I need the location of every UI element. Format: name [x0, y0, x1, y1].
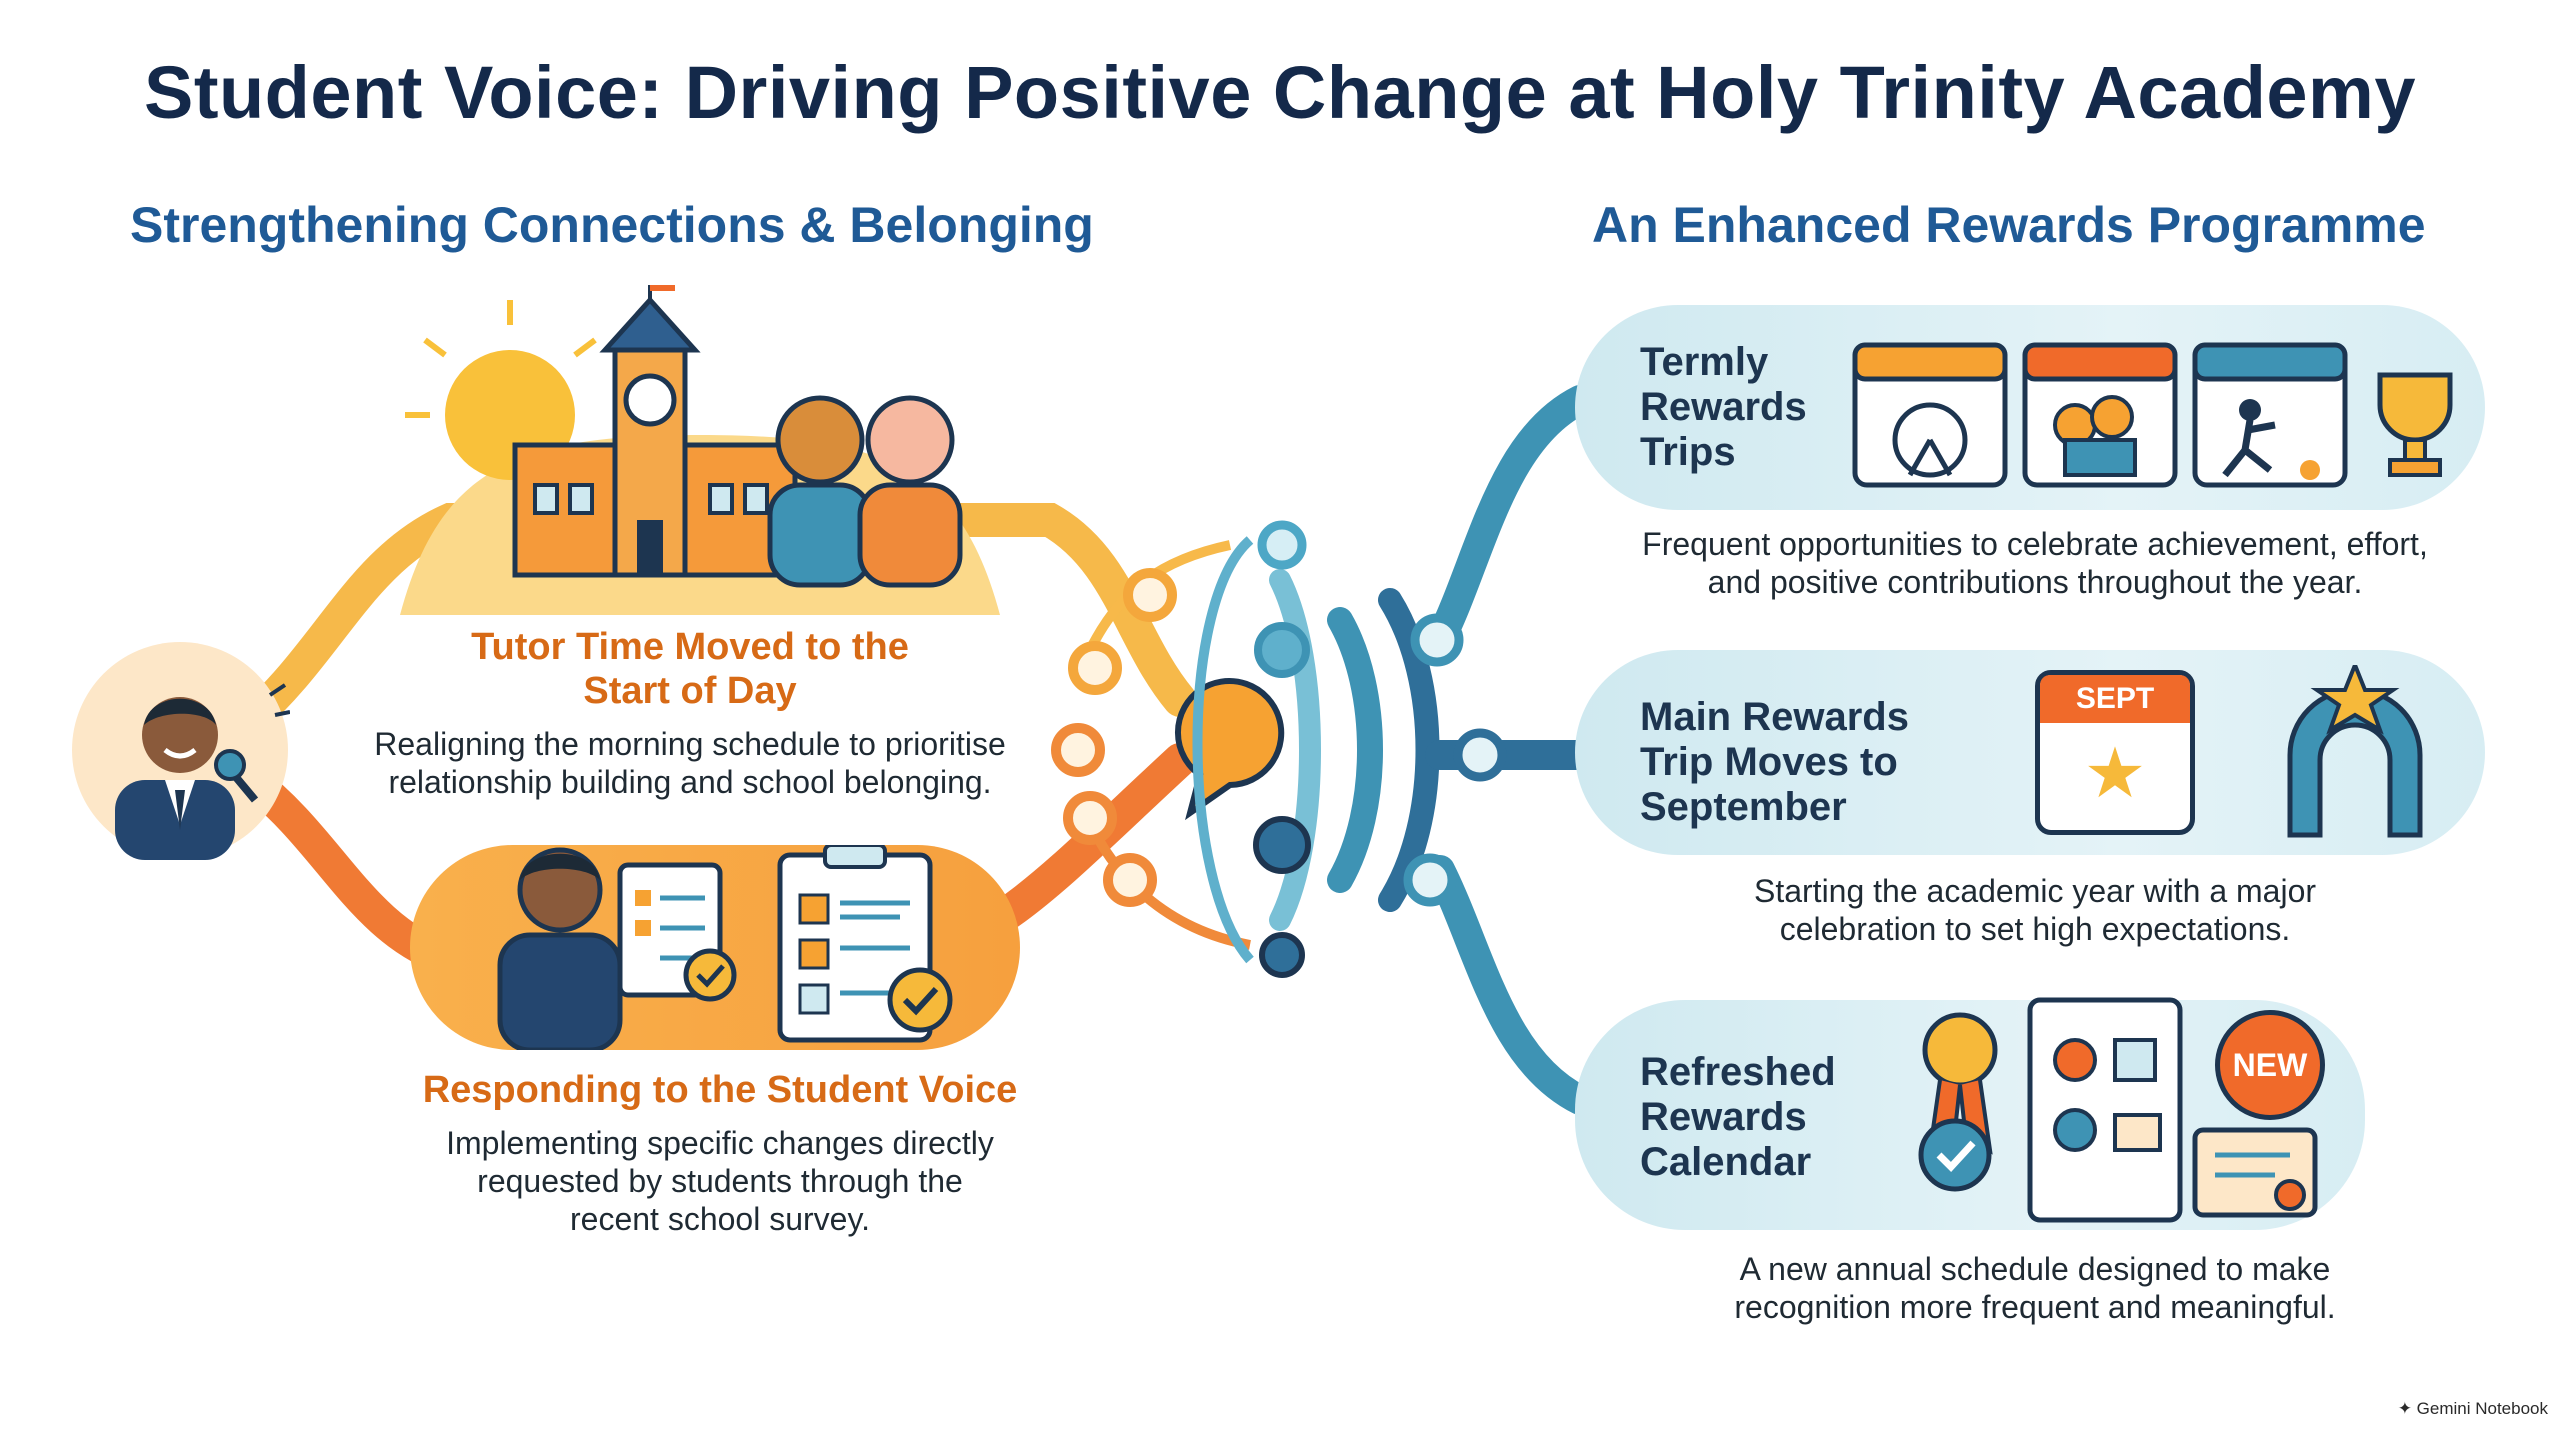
- main-rewards-trip-description-line: celebration to set high expectations.: [1779, 911, 2291, 947]
- main-rewards-trip-description: Starting the academic year with a major …: [1560, 872, 2510, 948]
- node: [1410, 613, 1464, 667]
- main-rewards-trip-title: Main Rewards Trip Moves to September: [1640, 695, 1909, 830]
- card-title-line: Trip Moves to: [1640, 740, 1898, 784]
- card-title-line: September: [1640, 785, 1847, 829]
- node: [1051, 723, 1105, 777]
- page-title: Student Voice: Driving Positive Change a…: [143, 51, 2417, 134]
- node: [1063, 791, 1117, 845]
- node: [1257, 520, 1307, 570]
- termly-rewards-card: Termly Rewards Trips: [1575, 305, 2485, 510]
- node: [1103, 853, 1157, 907]
- checkmark-icon: [1918, 1118, 1992, 1192]
- teal-branch-top: [1425, 385, 1595, 655]
- termly-rewards-title: Termly Rewards Trips: [1640, 340, 1807, 475]
- main-rewards-trip-card: Main Rewards Trip Moves to September SEP…: [1575, 650, 2485, 855]
- september-calendar-icon: SEPT ★: [2035, 670, 2195, 835]
- scroll-calendar-icon: [2027, 997, 2183, 1223]
- rewards-calendar-card: Refreshed Rewards Calendar NEW: [1575, 997, 2365, 1230]
- certificate-icon: [2192, 1127, 2318, 1218]
- school-illustration: [400, 275, 1000, 615]
- termly-rewards-description-line: and positive contributions throughout th…: [1707, 564, 2363, 600]
- celebration-arch-icon: [2287, 665, 2423, 838]
- calendar-sport-icon: [2192, 342, 2348, 488]
- node: [1254, 622, 1310, 678]
- student-voice-description-line: recent school survey.: [570, 1201, 870, 1237]
- student-voice-description: Implementing specific changes directly r…: [370, 1124, 1070, 1238]
- new-badge: NEW: [2215, 1010, 2325, 1120]
- card-title-line: Main Rewards: [1640, 695, 1909, 739]
- tutor-time-description-line: Realigning the morning schedule to prior…: [374, 726, 1006, 762]
- tutor-time-description-line: relationship building and school belongi…: [388, 764, 992, 800]
- node: [1253, 816, 1311, 874]
- tutor-time-description: Realigning the morning schedule to prior…: [330, 725, 1050, 801]
- card-title-line: Calendar: [1640, 1140, 1812, 1184]
- star-icon: ★: [2083, 734, 2147, 812]
- student-voice-heading: Responding to the Student Voice: [422, 1069, 1018, 1111]
- sparkle-icon: ✦: [2397, 1399, 2417, 1418]
- brand-label: ✦ Gemini Notebook: [2398, 1399, 2548, 1419]
- tutor-time-heading-line: Start of Day: [583, 670, 797, 712]
- student-voice-card: [410, 843, 1020, 1053]
- node: [1068, 641, 1122, 695]
- brand-text: Gemini Notebook: [2416, 1399, 2548, 1418]
- card-title-line: Trips: [1640, 430, 1736, 474]
- student-voice-description-line: Implementing specific changes directly: [446, 1125, 994, 1161]
- trophy-icon: [2377, 372, 2453, 477]
- card-title-line: Rewards: [1640, 385, 1807, 429]
- node: [1403, 853, 1457, 907]
- rewards-calendar-description: A new annual schedule designed to make r…: [1560, 1250, 2510, 1326]
- calendar-film-camera-icon: [2022, 342, 2178, 488]
- left-section-heading: Strengthening Connections & Belonging: [130, 197, 1094, 253]
- teal-branch-bottom: [1425, 855, 1595, 1115]
- card-title-line: Refreshed: [1640, 1050, 1836, 1094]
- speech-bubble-icon: [1175, 678, 1285, 821]
- student-speaker-illustration: [70, 640, 291, 860]
- card-title-line: Rewards: [1640, 1095, 1807, 1139]
- rewards-calendar-description-line: A new annual schedule designed to make: [1739, 1251, 2331, 1287]
- node: [1259, 932, 1305, 978]
- tutor-time-heading-line: Tutor Time Moved to the: [471, 626, 909, 668]
- rewards-calendar-title: Refreshed Rewards Calendar: [1640, 1050, 1836, 1185]
- termly-rewards-description: Frequent opportunities to celebrate achi…: [1560, 525, 2510, 601]
- node: [1123, 568, 1177, 622]
- student-voice-description-line: requested by students through the: [477, 1163, 963, 1199]
- node: [1453, 728, 1507, 782]
- sept-badge: SEPT: [2040, 675, 2190, 723]
- right-section-heading: An Enhanced Rewards Programme: [1592, 197, 2426, 253]
- tutor-time-heading: Tutor Time Moved to the Start of Day: [380, 625, 1000, 713]
- termly-rewards-description-line: Frequent opportunities to celebrate achi…: [1642, 526, 2428, 562]
- rewards-calendar-description-line: recognition more frequent and meaningful…: [1734, 1289, 2336, 1325]
- main-rewards-trip-description-line: Starting the academic year with a major: [1753, 873, 2317, 909]
- calendar-ferris-wheel-icon: [1852, 342, 2008, 488]
- card-title-line: Termly: [1640, 340, 1769, 384]
